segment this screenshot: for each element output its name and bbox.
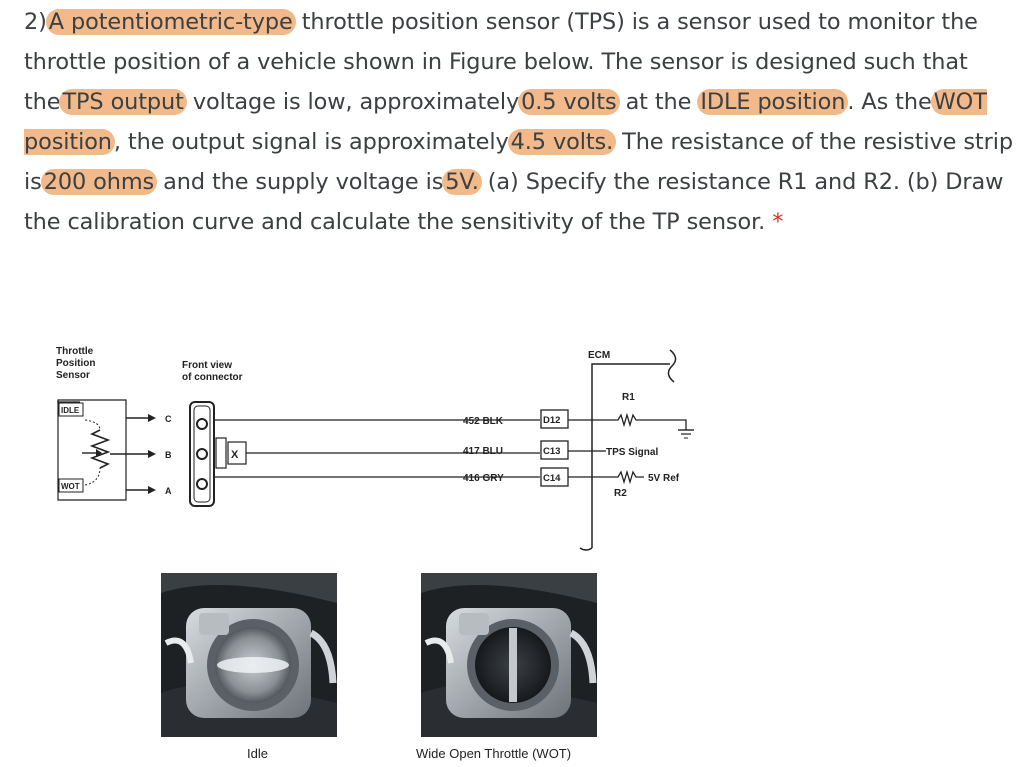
ecm-pin-c13: C13 — [543, 446, 560, 457]
idle-tag: IDLE — [61, 406, 80, 415]
question-segment: at the — [618, 89, 692, 115]
idle-caption: Idle — [247, 746, 268, 761]
required-asterisk: * — [765, 209, 784, 235]
tps-label-line2: Position — [56, 358, 95, 369]
ecm-pin-d12: D12 — [543, 415, 560, 426]
highlight-tps-output: TPS output — [59, 89, 187, 115]
question-segment: The resistance of the resistive strip is — [24, 129, 1013, 195]
tps-wiring-diagram: Throttle Position Sensor Front view of c… — [56, 346, 694, 551]
wot-throttle-photo — [421, 573, 597, 737]
idle-throttle-photo — [161, 573, 337, 737]
highlight-idle-voltage: 0.5 volts — [518, 89, 620, 115]
harness-wires: 452 BLK 417 BLU 416 GRY — [214, 416, 540, 484]
connector-front-view: X — [189, 401, 247, 507]
tps-label-line1: Throttle — [56, 346, 94, 357]
connector-label-line1: Front view — [182, 360, 232, 371]
r1-pulldown: R1 — [592, 392, 694, 439]
connector-x-label: X — [231, 449, 239, 461]
highlight-supply-voltage: 5V. — [442, 169, 482, 195]
ecm-pin-c14: C14 — [543, 473, 561, 484]
connector-label-line2: of connector — [182, 372, 243, 383]
ecm-pin-block: D12 C13 C14 — [540, 409, 592, 487]
ecm-label: ECM — [588, 350, 610, 361]
sensor-body: IDLE WOT — [57, 399, 127, 501]
pin-c-label: C — [165, 414, 172, 424]
sensor-wires: C B A — [110, 414, 172, 496]
pin-b-label: B — [165, 450, 172, 460]
five-volt-ref-label: 5V Ref — [648, 473, 680, 484]
highlight-wot-voltage: 4.5 volts. — [507, 129, 617, 155]
highlight-potentiometric: A potentiometric-type — [45, 9, 296, 35]
wire-label-417: 417 BLU — [463, 446, 503, 457]
wire-label-452: 452 BLK — [463, 416, 504, 427]
question-number: 2) — [24, 9, 47, 35]
r2-label: R2 — [614, 488, 627, 499]
highlight-idle-position: IDLE position — [697, 89, 849, 115]
question-segment: voltage is low, approximately — [185, 89, 520, 115]
wire-label-416: 416 GRY — [463, 473, 504, 484]
question-segment: , the output signal is approximately — [113, 129, 509, 155]
wot-tag: WOT — [61, 482, 80, 491]
pin-a-label: A — [165, 486, 172, 496]
question-text: 2)A potentiometric-type throttle positio… — [24, 2, 1014, 242]
highlight-resistance: 200 ohms — [40, 169, 158, 195]
tps-signal-label: TPS Signal — [606, 447, 658, 458]
question-segment: . As the — [847, 89, 932, 115]
question-segment: throttle position sensor (TPS) is a sens… — [24, 9, 978, 115]
ecm-boundary: ECM — [579, 349, 677, 551]
tps-label-line3: Sensor — [56, 370, 90, 381]
question-segment: and the supply voltage is — [156, 169, 444, 195]
question-segment: (a) Specify the resistance R1 and R2. (b… — [24, 169, 1004, 235]
r2-reference: 5V Ref R2 — [592, 469, 680, 499]
r1-label: R1 — [622, 392, 635, 403]
wot-caption: Wide Open Throttle (WOT) — [416, 746, 572, 761]
